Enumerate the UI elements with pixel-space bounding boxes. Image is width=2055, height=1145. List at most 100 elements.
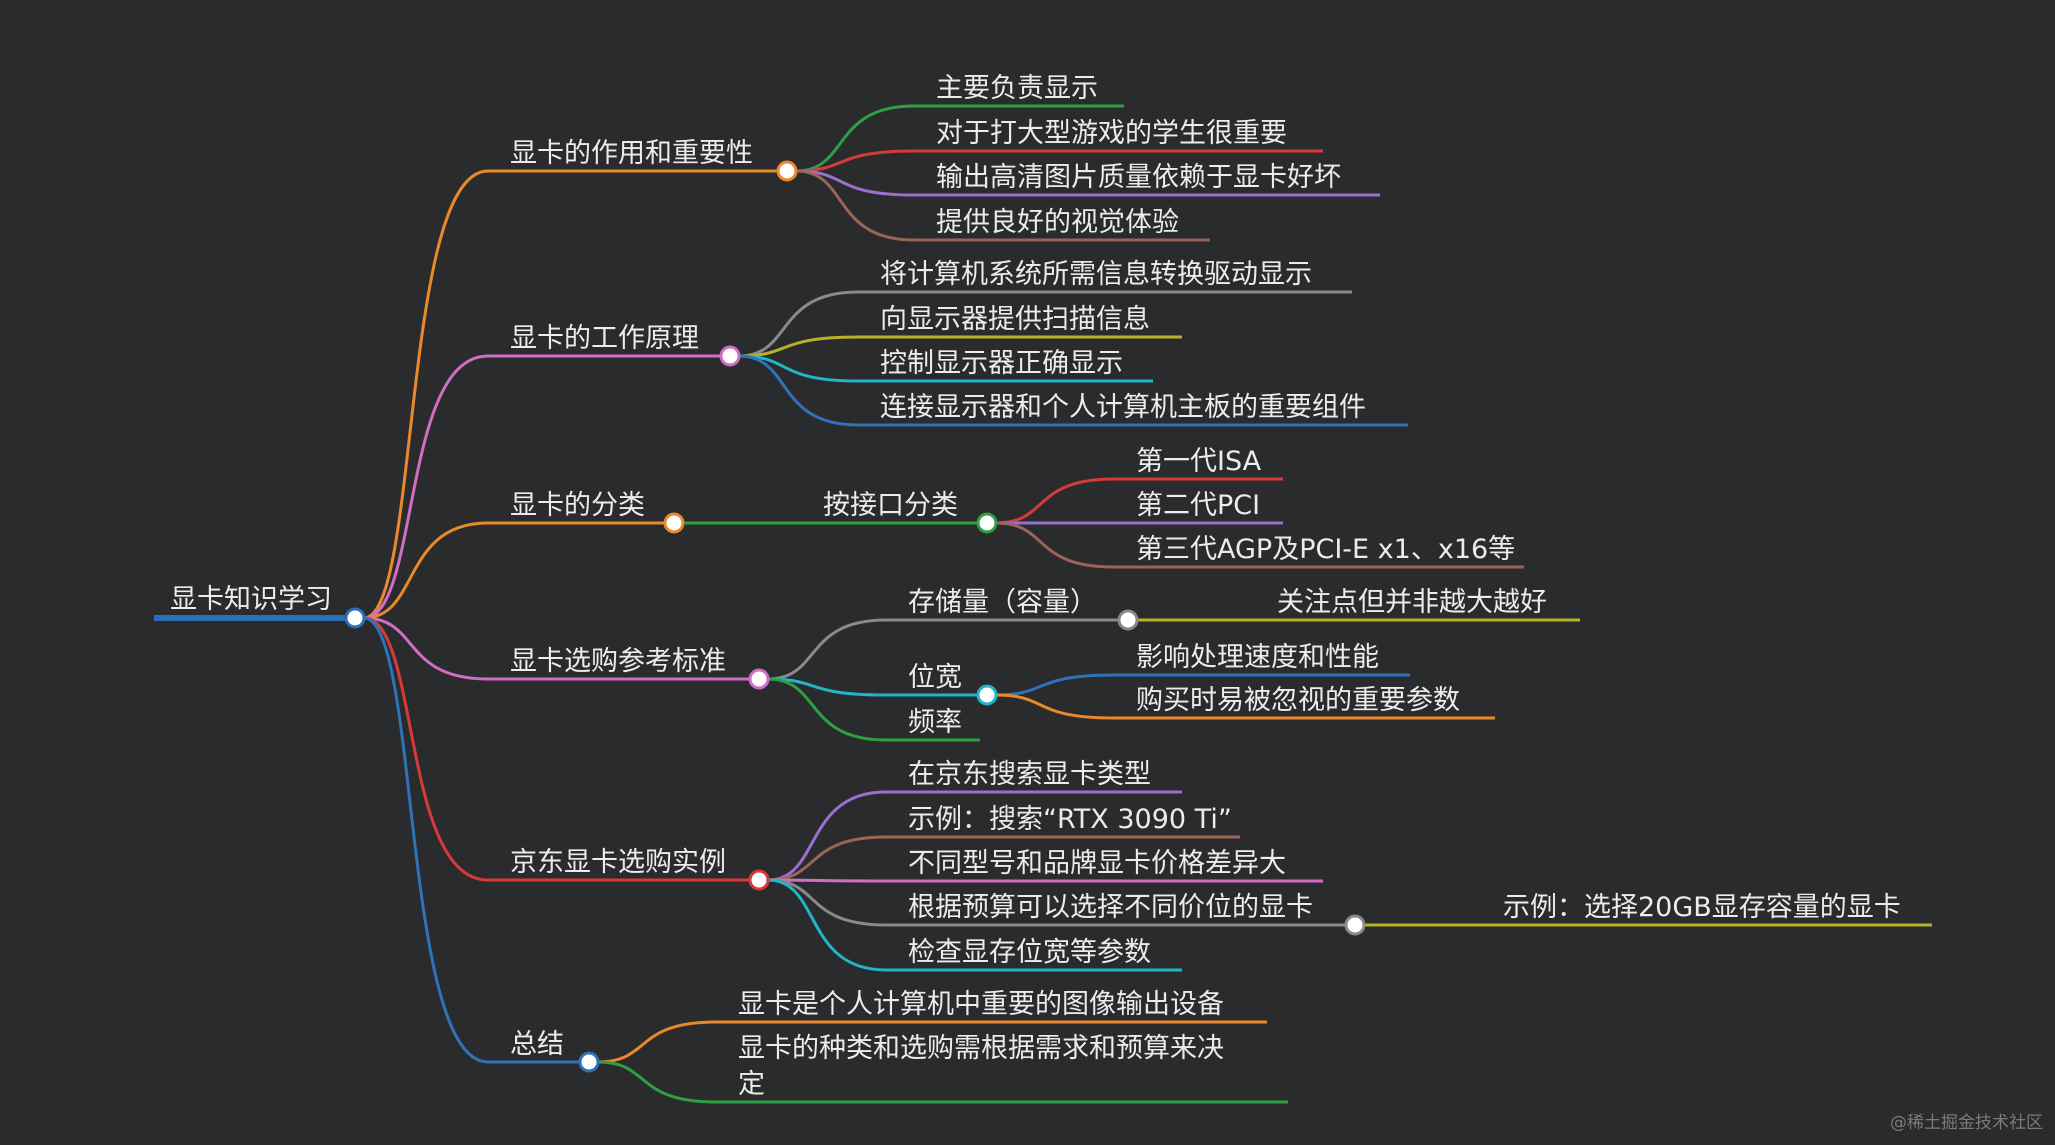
node-b2c1[interactable]: 将计算机系统所需信息转换驱动显示 [858, 259, 1352, 294]
node-b1c2[interactable]: 对于打大型游戏的学生很重要 [914, 118, 1323, 153]
label-b6: 总结 [510, 1029, 564, 1060]
label-b1c4: 提供良好的视觉体验 [936, 207, 1179, 238]
link-to-b1c3 [795, 169, 936, 197]
label-b5c3: 不同型号和品牌显卡价格差异大 [908, 848, 1286, 879]
node-b4c2a[interactable]: 影响处理速度和性能 [1114, 642, 1410, 677]
link-to-b4c3 [767, 677, 908, 742]
node-b5c5[interactable]: 检查显存位宽等参数 [886, 937, 1182, 972]
node-b4[interactable]: 显卡选购参考标准 [488, 646, 770, 690]
node-b3c1c[interactable]: 第三代AGP及PCI-E x1、x16等 [1114, 534, 1524, 569]
link-to-b3 [363, 521, 510, 620]
expand-toggle-root[interactable] [344, 607, 366, 629]
label-b3c1a: 第一代ISA [1136, 446, 1262, 477]
node-b5c1[interactable]: 在京东搜索显卡类型 [886, 759, 1182, 794]
node-b3[interactable]: 显卡的分类 [488, 490, 685, 534]
node-b4c2[interactable]: 位宽 [886, 662, 998, 706]
link-to-b5c5 [767, 878, 908, 972]
expand-toggle-b4c2[interactable] [976, 684, 998, 706]
link-to-b2c3 [738, 354, 880, 383]
expand-toggle-b6[interactable] [578, 1051, 600, 1073]
link-to-b5c3 [767, 878, 908, 883]
node-b4c1a[interactable]: 关注点但并非越大越好 [1255, 587, 1580, 622]
node-b3c1b[interactable]: 第二代PCI [1114, 490, 1283, 525]
label-line-b6c2-1: 定 [738, 1069, 765, 1100]
node-b4c3[interactable]: 频率 [886, 707, 980, 742]
link-to-b5 [363, 616, 510, 882]
node-b2c3[interactable]: 控制显示器正确显示 [858, 348, 1153, 383]
label-b2c2: 向显示器提供扫描信息 [880, 304, 1150, 335]
link-to-b3c1c [995, 521, 1136, 569]
link-to-b4 [363, 616, 510, 681]
node-b1c1[interactable]: 主要负责显示 [914, 73, 1124, 108]
label-b6c1: 显卡是个人计算机中重要的图像输出设备 [738, 989, 1224, 1020]
node-root[interactable]: 显卡知识学习 [154, 584, 366, 629]
label-b5c4a: 示例：选择20GB显存容量的显卡 [1503, 892, 1901, 923]
label-b2: 显卡的工作原理 [510, 323, 699, 354]
label-b4: 显卡选购参考标准 [510, 646, 726, 677]
label-b5c4: 根据预算可以选择不同价位的显卡 [908, 892, 1313, 923]
expand-toggle-b4[interactable] [748, 668, 770, 690]
label-b4c1: 存储量（容量） [908, 587, 1097, 618]
link-to-b4c2a [995, 673, 1136, 697]
expand-toggle-b3[interactable] [663, 512, 685, 534]
node-b1[interactable]: 显卡的作用和重要性 [488, 138, 798, 182]
link-to-b4c1 [767, 618, 908, 681]
expand-toggle-b5c4[interactable] [1344, 914, 1366, 936]
node-b5c4[interactable]: 根据预算可以选择不同价位的显卡 [886, 892, 1366, 936]
watermark: @稀土掘金技术社区 [1890, 1113, 2043, 1133]
label-b5: 京东显卡选购实例 [510, 847, 726, 878]
expand-toggle-b5[interactable] [748, 869, 770, 891]
label-b3c1b: 第二代PCI [1136, 490, 1260, 521]
node-b3c1a[interactable]: 第一代ISA [1114, 446, 1283, 481]
label-b2c4: 连接显示器和个人计算机主板的重要组件 [880, 392, 1366, 423]
label-b3c1: 按接口分类 [823, 490, 958, 521]
node-b4c2b[interactable]: 购买时易被忽视的重要参数 [1114, 685, 1495, 720]
label-b4c2a: 影响处理速度和性能 [1136, 642, 1379, 673]
node-b1c3[interactable]: 输出高清图片质量依赖于显卡好坏 [914, 162, 1380, 197]
link-to-b5c4 [767, 878, 908, 927]
expand-toggle-b4c1[interactable] [1117, 609, 1139, 631]
node-b5c3[interactable]: 不同型号和品牌显卡价格差异大 [886, 848, 1323, 883]
link-to-b1c1 [795, 104, 936, 173]
label-b1c2: 对于打大型游戏的学生很重要 [936, 118, 1287, 149]
link-to-b5c2 [767, 835, 908, 882]
node-b2c2[interactable]: 向显示器提供扫描信息 [858, 304, 1182, 339]
link-to-b1 [363, 169, 510, 620]
expand-toggle-b3c1[interactable] [976, 512, 998, 534]
node-b6[interactable]: 总结 [488, 1029, 600, 1073]
label-b6c2: 显卡的种类和选购需根据需求和预算来决定 [738, 1033, 1224, 1100]
label-b1: 显卡的作用和重要性 [510, 138, 753, 169]
label-line-b6c2-0: 显卡的种类和选购需根据需求和预算来决 [738, 1033, 1224, 1064]
link-to-b2c2 [738, 335, 880, 358]
node-b2c4[interactable]: 连接显示器和个人计算机主板的重要组件 [858, 392, 1408, 427]
link-to-b1c2 [795, 149, 936, 173]
label-b5c1: 在京东搜索显卡类型 [908, 759, 1151, 790]
node-b6c1[interactable]: 显卡是个人计算机中重要的图像输出设备 [716, 989, 1267, 1024]
node-b1c4[interactable]: 提供良好的视觉体验 [914, 207, 1210, 242]
node-b6c2[interactable]: 显卡的种类和选购需根据需求和预算来决定 [716, 1033, 1288, 1104]
node-b2[interactable]: 显卡的工作原理 [488, 323, 741, 367]
node-b5c4a[interactable]: 示例：选择20GB显存容量的显卡 [1481, 892, 1932, 927]
label-b4c1a: 关注点但并非越大越好 [1277, 587, 1547, 618]
expand-toggle-b1[interactable] [776, 160, 798, 182]
node-b4c1[interactable]: 存储量（容量） [886, 587, 1139, 631]
node-b5[interactable]: 京东显卡选购实例 [488, 847, 770, 891]
label-b1c1: 主要负责显示 [936, 73, 1098, 104]
node-b5c2[interactable]: 示例：搜索“RTX 3090 Ti” [886, 804, 1240, 839]
link-to-b3c1a [995, 477, 1136, 525]
label-b2c3: 控制显示器正确显示 [880, 348, 1123, 379]
label-root: 显卡知识学习 [170, 584, 332, 615]
label-b3c1c: 第三代AGP及PCI-E x1、x16等 [1136, 534, 1515, 565]
node-b3c1[interactable]: 按接口分类 [801, 490, 998, 534]
expand-toggle-b2[interactable] [719, 345, 741, 367]
label-b2c1: 将计算机系统所需信息转换驱动显示 [880, 259, 1312, 290]
label-b1c3: 输出高清图片质量依赖于显卡好坏 [936, 162, 1341, 193]
link-to-b2c4 [738, 354, 880, 427]
link-to-b2c1 [738, 290, 880, 358]
label-b4c3: 频率 [908, 707, 962, 738]
label-b4c2: 位宽 [908, 662, 962, 693]
label-b5c5: 检查显存位宽等参数 [908, 937, 1151, 968]
link-to-b2 [363, 354, 510, 620]
